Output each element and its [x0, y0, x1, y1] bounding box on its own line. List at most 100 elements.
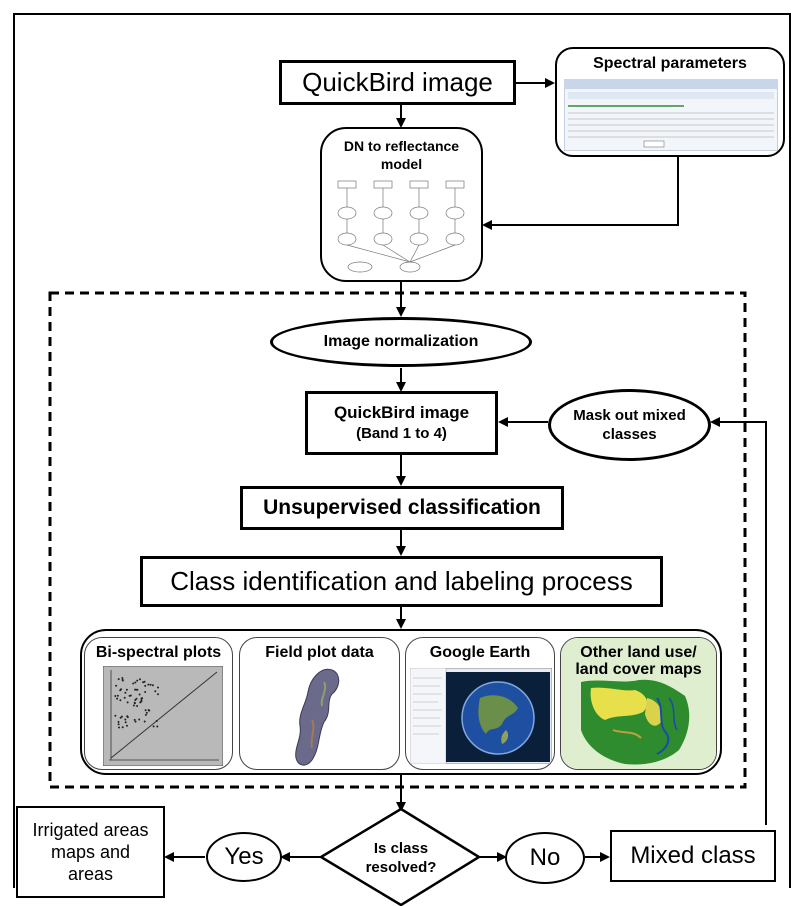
- scatter-dot: [154, 690, 157, 693]
- spectral-parameters-title: Spectral parameters: [593, 55, 747, 72]
- scatter-dot: [142, 681, 145, 684]
- bispectral-plots-panel: Bi-spectral plots: [84, 637, 233, 770]
- unsupervised-classification-label: Unsupervised classification: [263, 496, 541, 519]
- scatter-dot: [121, 678, 124, 681]
- scatter-dot: [144, 709, 147, 712]
- scatter-dot: [134, 720, 137, 723]
- quickbird-image-label: QuickBird image: [302, 67, 493, 97]
- yes-node: Yes: [206, 832, 282, 882]
- dn-reflectance-model-node: DN to reflectance model: [320, 127, 483, 282]
- scatter-dot: [135, 688, 138, 691]
- scatter-dot: [120, 688, 123, 691]
- land-cover-maps-title: Other land use/ land cover maps: [575, 644, 702, 678]
- land-cover-map-thumbnail: [561, 638, 716, 769]
- scatter-dot: [121, 726, 124, 729]
- class-identification-label: Class identification and labeling proces…: [170, 566, 633, 596]
- scatter-dot: [140, 699, 143, 702]
- scatter-dot: [147, 709, 150, 711]
- decision-node-label: Is class resolved?: [365, 840, 437, 876]
- scatter-dot: [136, 679, 139, 682]
- yes-label: Yes: [224, 843, 264, 870]
- scatter-dot: [138, 718, 141, 721]
- scatter-dot: [119, 716, 122, 719]
- scatter-dot: [126, 724, 128, 727]
- scatter-dot: [147, 683, 150, 686]
- mask-mixed-classes-label: Mask out mixed classes: [573, 407, 686, 443]
- scatter-dot: [143, 720, 146, 723]
- scatter-dot: [132, 704, 135, 707]
- scatter-dot: [133, 718, 136, 721]
- scatter-dot: [125, 688, 128, 691]
- mixed-class-label: Mixed class: [630, 842, 756, 869]
- scatter-dot: [149, 683, 152, 686]
- scatter-dot: [124, 691, 127, 694]
- scatter-dot: [126, 715, 129, 718]
- scatter-dot: [141, 697, 144, 700]
- outer-frame: [13, 13, 791, 888]
- scatter-dot: [114, 714, 117, 717]
- class-identification-node: Class identification and labeling proces…: [140, 556, 663, 607]
- scatter-dot: [117, 678, 120, 681]
- scatter-dot: [157, 686, 159, 689]
- field-plot-data-title: Field plot data: [265, 644, 374, 661]
- scatter-dot: [116, 697, 119, 700]
- irrigated-areas-node: Irrigated areas maps and areas: [16, 806, 165, 898]
- scatter-dot: [132, 682, 135, 685]
- scatter-dot: [144, 713, 147, 716]
- land-cover-maps-panel: Other land use/ land cover maps: [560, 637, 717, 770]
- quickbird-bands-label: QuickBird image: [333, 403, 470, 422]
- scatter-dot: [133, 701, 136, 704]
- scatter-dot: [139, 678, 141, 681]
- scatter-dot: [134, 699, 137, 701]
- scatter-dot: [136, 705, 139, 707]
- scatter-dot: [123, 696, 126, 699]
- google-earth-panel: Google Earth: [405, 637, 555, 770]
- scatter-dot: [114, 695, 117, 697]
- scatter-dot: [140, 700, 143, 703]
- mixed-class-node: Mixed class: [610, 830, 776, 882]
- no-label: No: [529, 844, 561, 871]
- model-diagram-thumbnail: [337, 180, 465, 273]
- scatter-dot: [155, 720, 158, 722]
- scatter-dot: [124, 718, 127, 721]
- scatter-dot: [126, 701, 129, 704]
- field-plot-data-panel: Field plot data: [239, 637, 400, 770]
- mask-mixed-classes-node: Mask out mixed classes: [548, 389, 711, 461]
- scatter-dot: [120, 715, 123, 718]
- quickbird-image-node: QuickBird image: [279, 60, 516, 105]
- scatter-dot: [128, 694, 131, 697]
- irrigated-areas-label: Irrigated areas maps and areas: [32, 820, 149, 884]
- no-node: No: [505, 832, 585, 884]
- dn-model-title: DN to reflectance model: [343, 138, 460, 172]
- scatter-dot: [157, 693, 159, 696]
- spectral-parameters-node: Spectral parameters: [555, 47, 785, 157]
- scatter-dot: [135, 697, 138, 700]
- bispectral-plots-title: Bi-spectral plots: [95, 644, 222, 661]
- scatter-dot: [118, 726, 120, 729]
- scatter-dot: [138, 693, 141, 696]
- image-normalization-node: Image normalization: [270, 317, 532, 367]
- scatter-dot: [121, 677, 124, 679]
- scatter-dot: [156, 725, 159, 728]
- google-earth-title: Google Earth: [429, 644, 531, 661]
- scatter-dot: [124, 721, 127, 724]
- scatter-dot: [134, 681, 137, 684]
- quickbird-bands-sublabel: (Band 1 to 4): [356, 425, 447, 442]
- field-map-thumbnail: [295, 668, 340, 766]
- scatter-dot: [119, 699, 122, 702]
- processing-boundary: [48, 291, 747, 789]
- scatter-dot: [151, 684, 154, 687]
- spreadsheet-thumbnail: [564, 79, 778, 151]
- quickbird-bands-node: QuickBird image (Band 1 to 4): [305, 391, 498, 455]
- scatter-plot-thumbnail: [103, 666, 223, 766]
- scatter-dot: [117, 723, 120, 726]
- scatter-dot: [144, 684, 147, 687]
- scatter-dot: [143, 680, 146, 683]
- scatter-dot: [117, 720, 120, 723]
- scatter-dot: [144, 691, 147, 693]
- unsupervised-classification-node: Unsupervised classification: [240, 486, 564, 530]
- scatter-dot: [145, 711, 148, 714]
- image-normalization-label: Image normalization: [323, 333, 479, 350]
